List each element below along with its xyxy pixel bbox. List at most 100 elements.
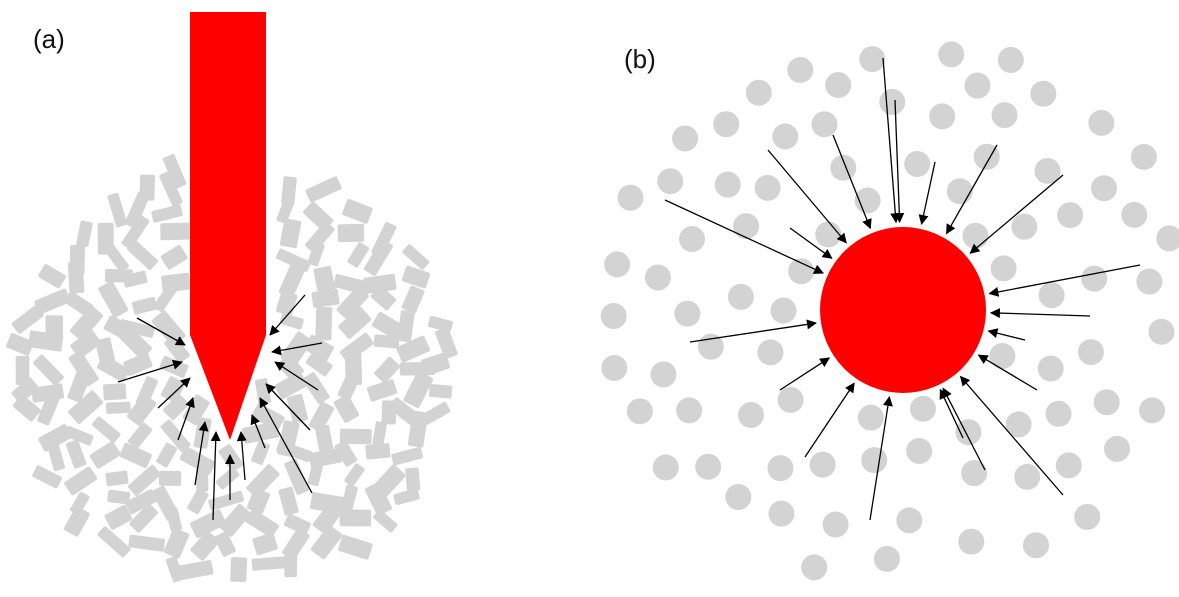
particle (391, 446, 424, 466)
particle (1038, 282, 1065, 309)
force-arrow (789, 227, 833, 259)
particle (344, 463, 365, 487)
force-arrow (194, 421, 209, 486)
particle (312, 503, 342, 535)
force-arrow (832, 134, 872, 230)
particle (1074, 503, 1101, 530)
particle (644, 264, 671, 291)
particle (366, 379, 398, 402)
particle (118, 319, 155, 338)
particle (214, 531, 236, 557)
force-arrow (894, 99, 905, 224)
particle (991, 102, 1018, 129)
particle (339, 484, 358, 516)
particle (160, 419, 191, 452)
force-arrow (918, 161, 936, 225)
force-arrow (250, 414, 266, 449)
particle (1045, 400, 1072, 427)
particle (373, 509, 398, 533)
particle (178, 560, 214, 580)
force-arrow (959, 375, 1064, 496)
force-arrow (269, 294, 306, 336)
particle (363, 239, 393, 276)
particle (1121, 201, 1148, 228)
particle (396, 335, 430, 363)
particle (825, 72, 852, 99)
particle (303, 334, 335, 362)
particle (107, 489, 131, 505)
force-arrow (989, 308, 1091, 319)
particle (393, 488, 420, 506)
particle (695, 453, 722, 480)
particle (604, 251, 631, 278)
particle (46, 438, 66, 472)
panel-a-label: (a) (33, 24, 65, 54)
particle (601, 354, 628, 381)
force-arrow (988, 264, 1141, 297)
particle (242, 421, 280, 444)
force-arrow (942, 387, 986, 471)
particle (279, 218, 302, 249)
particle (405, 467, 421, 492)
particle (337, 371, 361, 401)
particle (962, 222, 989, 249)
particle (251, 440, 270, 465)
particle (830, 154, 857, 181)
particle (127, 240, 159, 270)
particle (788, 258, 815, 285)
force-arrow (767, 149, 847, 244)
particle (997, 46, 1024, 73)
particle (617, 184, 644, 211)
particle (305, 221, 335, 254)
particle (403, 371, 434, 408)
particle (102, 241, 129, 273)
particle (68, 350, 99, 387)
particle (151, 204, 183, 223)
particle (278, 486, 299, 516)
particle (127, 422, 153, 449)
particle (208, 490, 244, 511)
particle (757, 339, 784, 366)
particle (879, 88, 906, 115)
panel-b-label: (b) (624, 44, 656, 74)
particle (38, 264, 66, 289)
particle (339, 509, 372, 527)
particle (275, 290, 298, 316)
particle (365, 443, 391, 460)
particle (859, 46, 886, 73)
force-arrow (136, 317, 186, 346)
particle (896, 507, 923, 534)
particle (153, 284, 177, 313)
particle (281, 176, 297, 206)
particle (1030, 80, 1057, 107)
particle (37, 391, 61, 426)
particle (286, 394, 309, 424)
particle (1014, 463, 1041, 490)
particle (650, 361, 677, 388)
particle (67, 368, 92, 403)
particle (105, 470, 129, 487)
particle (164, 335, 190, 364)
particle (600, 302, 627, 329)
particle (801, 554, 828, 581)
particle (278, 263, 305, 298)
force-arrow (779, 357, 831, 391)
particle (714, 171, 741, 198)
particle (189, 509, 227, 539)
particle (910, 395, 937, 422)
particle (163, 527, 190, 559)
particle (1156, 225, 1179, 252)
particle (338, 306, 372, 339)
particle (127, 464, 161, 496)
particle (946, 178, 973, 205)
particle (89, 441, 121, 469)
particle (276, 199, 294, 224)
particle (305, 352, 333, 377)
particle (336, 286, 369, 320)
particle (315, 424, 334, 451)
particle (307, 461, 324, 487)
particle (165, 556, 184, 583)
particle (1093, 389, 1120, 416)
particle (33, 354, 64, 386)
